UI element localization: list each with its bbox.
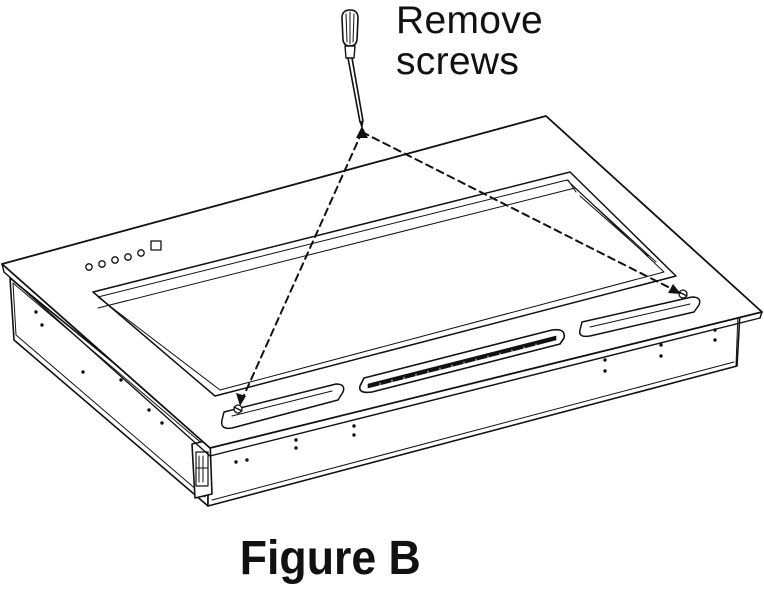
arrow-heads (236, 126, 681, 406)
callout-line-1: Remove (396, 0, 544, 42)
callout-line-2: screws (396, 40, 520, 83)
side-switch-box (191, 439, 213, 499)
left-bracket-slot (220, 383, 345, 430)
front-frame (1, 115, 763, 457)
figure-caption: Figure B (239, 532, 421, 585)
heater-vent (358, 328, 566, 394)
screw-icon (233, 289, 688, 414)
wall-holes (34, 310, 717, 464)
control-buttons (85, 240, 162, 271)
remove-screws-callout: Remove screws (396, 0, 543, 82)
right-bracket-slot (578, 296, 701, 338)
dashed-arrows (240, 131, 677, 403)
screwdriver-icon (341, 9, 364, 129)
